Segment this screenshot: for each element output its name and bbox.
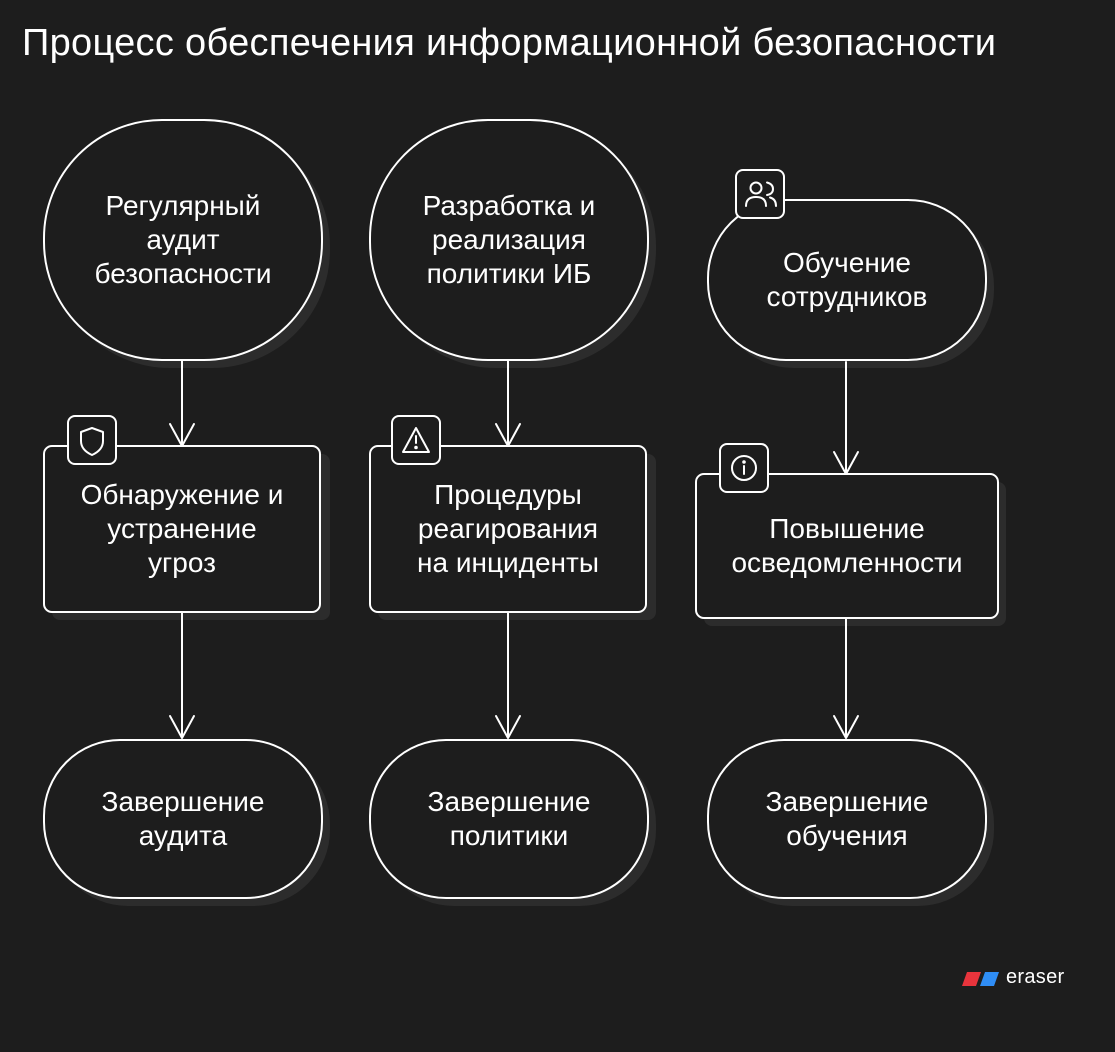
arrow-awareness-to-end	[833, 617, 859, 739]
shield-icon	[67, 415, 117, 465]
info-icon	[719, 443, 769, 493]
eraser-logo-mark	[962, 971, 999, 986]
arrow-incidents-to-end	[495, 611, 521, 739]
eraser-logo: eraser	[962, 966, 1065, 989]
arrow-audit-to-threats	[169, 359, 195, 447]
arrow-policy-to-incidents	[495, 359, 521, 447]
eraser-logo-text: eraser	[1006, 966, 1065, 988]
end-node-policy[interactable]	[369, 739, 649, 899]
end-node-training[interactable]	[707, 739, 987, 899]
end-node-audit[interactable]	[43, 739, 323, 899]
arrow-threats-to-end	[169, 611, 195, 739]
start-node-training[interactable]	[707, 199, 987, 361]
logo-blue-shape	[980, 971, 999, 986]
warning-triangle-icon	[391, 415, 441, 465]
diagram-title: Процесс обеспечения информационной безоп…	[22, 22, 997, 64]
users-icon	[735, 169, 785, 219]
logo-red-shape	[962, 971, 981, 986]
arrow-training-to-awareness	[833, 361, 859, 475]
